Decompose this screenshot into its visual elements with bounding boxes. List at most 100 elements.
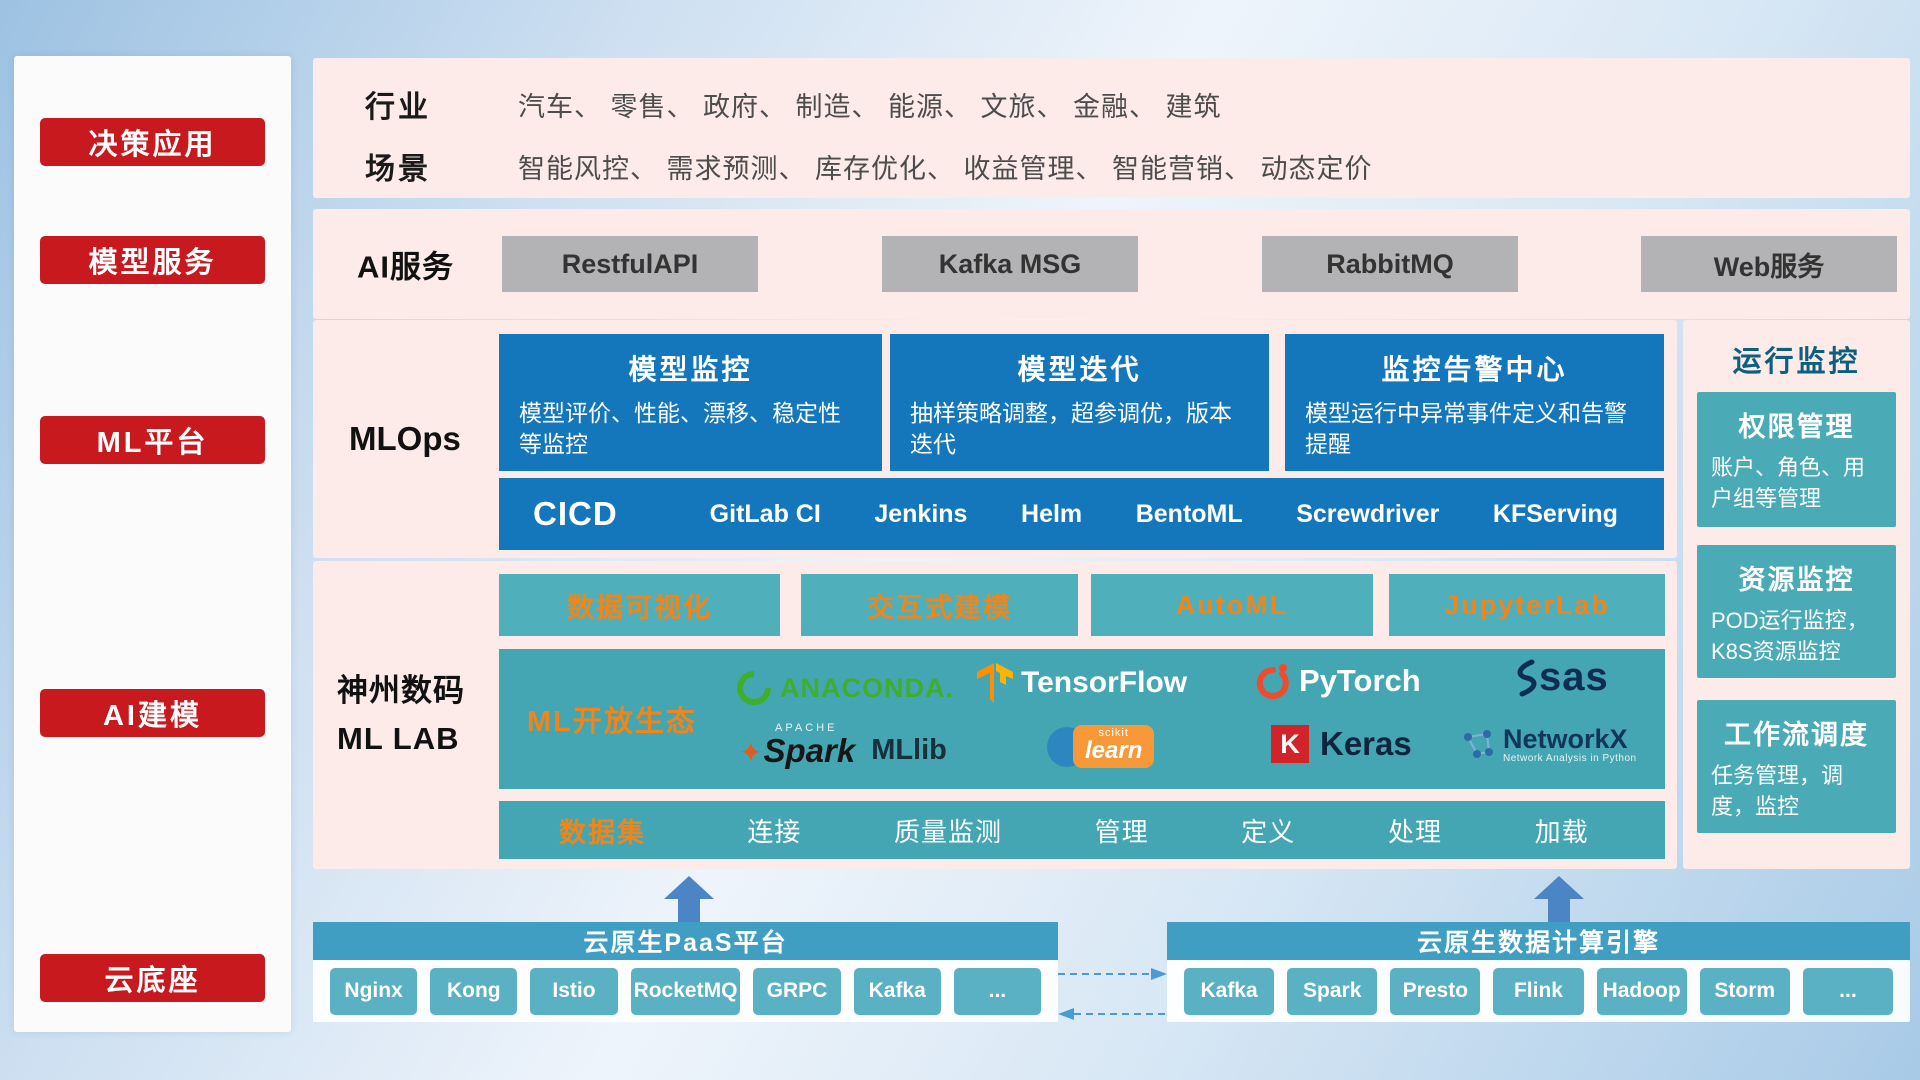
card-desc: 模型评价、性能、漂移、稳定性等监控 — [519, 400, 841, 458]
web-service-block: Web服务 — [1641, 236, 1897, 292]
networkx-wordmark: NetworkX — [1503, 724, 1628, 754]
anaconda-ring-icon — [729, 663, 779, 713]
dataset-item-process: 处理 — [1387, 816, 1442, 847]
scikit-learn-logo: scikit learn — [1047, 725, 1155, 768]
interactive-modeling-block: 交互式建模 — [801, 574, 1078, 636]
card-title: 监控告警中心 — [1381, 354, 1568, 385]
ml-lab-label-line2: ML LAB — [337, 721, 460, 756]
sidebar-item-model-service: 模型服务 — [40, 236, 265, 284]
dataset-item-load: 加载 — [1534, 816, 1589, 847]
dataset-items: 连接 质量监测 管理 定义 处理 加载 — [701, 812, 1635, 849]
cicd-item-kfserving: KFServing — [1492, 499, 1618, 528]
networkx-icon — [1464, 729, 1493, 758]
card-desc: POD运行监控，K8S资源监控 — [1711, 608, 1869, 664]
dataset-label: 数据集 — [559, 817, 646, 848]
sas-swoosh-icon — [1517, 659, 1537, 696]
rabbitmq-block: RabbitMQ — [1262, 236, 1518, 292]
engine-chip-storm: Storm — [1699, 967, 1790, 1015]
dataset-bar: 数据集 连接 质量监测 管理 定义 处理 加载 — [499, 801, 1665, 859]
apache-label: APACHE — [775, 722, 838, 734]
pytorch-logo: PyTorch — [1255, 661, 1421, 701]
scenario-label: 场景 — [365, 153, 431, 186]
ml-ecosystem-label: ML开放生态 — [527, 706, 697, 738]
data-visualization-block: 数据可视化 — [499, 574, 780, 636]
card-desc: 账户、角色、用户组等管理 — [1711, 455, 1866, 511]
card-desc: 模型运行中异常事件定义和告警提醒 — [1305, 400, 1627, 458]
keras-logo: K Keras — [1271, 725, 1412, 763]
permission-management-card: 权限管理 账户、角色、用户组等管理 — [1697, 392, 1896, 527]
anaconda-logo: ANACONDA. — [729, 663, 954, 713]
sidebar-item-ai-modeling: AI建模 — [40, 689, 265, 737]
paas-chip-nginx: Nginx — [330, 967, 418, 1015]
arrow-head-icon — [1534, 876, 1584, 899]
paas-chip-kong: Kong — [430, 967, 518, 1015]
restfulapi-block: RestfulAPI — [502, 236, 758, 292]
data-engine-bar: 云原生数据计算引擎 — [1167, 922, 1910, 960]
spark-mllib-logo: APACHE ✦Spark MLlib — [739, 722, 947, 769]
industry-label: 行业 — [365, 91, 431, 124]
arrow-stem — [1548, 899, 1570, 923]
anaconda-wordmark: ANACONDA. — [780, 672, 954, 703]
paas-components-strip: Nginx Kong Istio RocketMQ GRPC Kafka ... — [313, 960, 1058, 1022]
scikit-learn-badge: scikit learn — [1073, 725, 1155, 768]
cicd-item-gitlab-ci: GitLab CI — [709, 499, 821, 528]
mlops-band: MLOps 模型监控 模型评价、性能、漂移、稳定性等监控 模型迭代 抽样策略调整… — [313, 320, 1677, 558]
scenario-value: 智能风控、 需求预测、 库存优化、 收益管理、 智能营销、 动态定价 — [518, 154, 1373, 184]
sas-wordmark: sas — [1539, 655, 1609, 699]
runtime-monitor-panel: 运行监控 权限管理 账户、角色、用户组等管理 资源监控 POD运行监控，K8S资… — [1683, 320, 1910, 869]
card-title: 模型迭代 — [1017, 354, 1142, 385]
spark-wordmark-group: APACHE ✦Spark — [739, 722, 856, 769]
workflow-scheduling-card: 工作流调度 任务管理，调度，监控 — [1697, 700, 1896, 833]
card-title: 模型监控 — [628, 354, 753, 385]
sidebar-item-decision-apps: 决策应用 — [40, 118, 265, 166]
engine-chip-presto: Presto — [1390, 967, 1481, 1015]
engine-chip-more: ... — [1802, 967, 1893, 1015]
runtime-monitor-title: 运行监控 — [1732, 346, 1861, 378]
paas-chip-grpc: GRPC — [753, 967, 841, 1015]
cicd-item-jenkins: Jenkins — [874, 499, 968, 528]
model-monitoring-card: 模型监控 模型评价、性能、漂移、稳定性等监控 — [499, 334, 882, 471]
ai-service-label: AI服务 — [357, 249, 454, 285]
resource-monitoring-card: 资源监控 POD运行监控，K8S资源监控 — [1697, 545, 1896, 678]
up-arrow-engine — [1534, 876, 1584, 923]
mllib-wordmark: MLlib — [871, 734, 947, 766]
dataset-item-define: 定义 — [1241, 816, 1296, 847]
tensorflow-icon — [977, 663, 1013, 703]
spark-star-icon: ✦ — [739, 737, 763, 768]
pytorch-icon — [1256, 664, 1289, 699]
card-title: 资源监控 — [1738, 565, 1855, 595]
tensorflow-wordmark: TensorFlow — [1021, 666, 1188, 699]
paas-chip-rocketmq: RocketMQ — [630, 967, 741, 1015]
arrow-stem — [678, 899, 700, 923]
cicd-bar: CICD GitLab CI Jenkins Helm BentoML Scre… — [499, 478, 1664, 550]
paas-platform-bar: 云原生PaaS平台 — [313, 922, 1058, 960]
dataset-item-manage: 管理 — [1094, 816, 1149, 847]
keras-k-icon: K — [1271, 725, 1309, 763]
spark-wordmark: ✦Spark — [739, 732, 856, 769]
keras-wordmark: Keras — [1320, 725, 1412, 762]
card-title: 权限管理 — [1738, 412, 1855, 442]
automl-block: AutoML — [1091, 574, 1373, 636]
learn-label: learn — [1085, 737, 1143, 764]
engine-components-strip: Kafka Spark Presto Flink Hadoop Storm ..… — [1167, 960, 1910, 1022]
networkx-text-group: NetworkX Network Analysis in Python — [1503, 724, 1637, 765]
cicd-item-bentoml: BentoML — [1135, 499, 1243, 528]
kafka-msg-block: Kafka MSG — [882, 236, 1138, 292]
engine-chip-spark: Spark — [1287, 967, 1378, 1015]
engine-chip-hadoop: Hadoop — [1596, 967, 1687, 1015]
card-title: 工作流调度 — [1724, 720, 1869, 750]
tensorflow-logo: TensorFlow — [977, 663, 1187, 703]
sidebar-item-cloud-base: 云底座 — [40, 954, 265, 1002]
model-iteration-card: 模型迭代 抽样策略调整，超参调优，版本迭代 — [890, 334, 1269, 471]
ml-lab-band: 神州数码 ML LAB 数据可视化 交互式建模 AutoML JupyterLa… — [313, 561, 1677, 869]
cicd-label: CICD — [533, 495, 618, 532]
ml-lab-label: 神州数码 ML LAB — [337, 667, 465, 763]
sidebar-item-ml-platform: ML平台 — [40, 416, 265, 464]
cicd-item-helm: Helm — [1021, 499, 1083, 528]
paas-chip-istio: Istio — [530, 967, 618, 1015]
up-arrow-paas — [664, 876, 714, 923]
engine-chip-flink: Flink — [1493, 967, 1584, 1015]
mlops-label: MLOps — [349, 420, 461, 457]
ml-ecosystem-box: ML开放生态 ANACONDA. TensorFlow PyTorch — [499, 649, 1665, 789]
